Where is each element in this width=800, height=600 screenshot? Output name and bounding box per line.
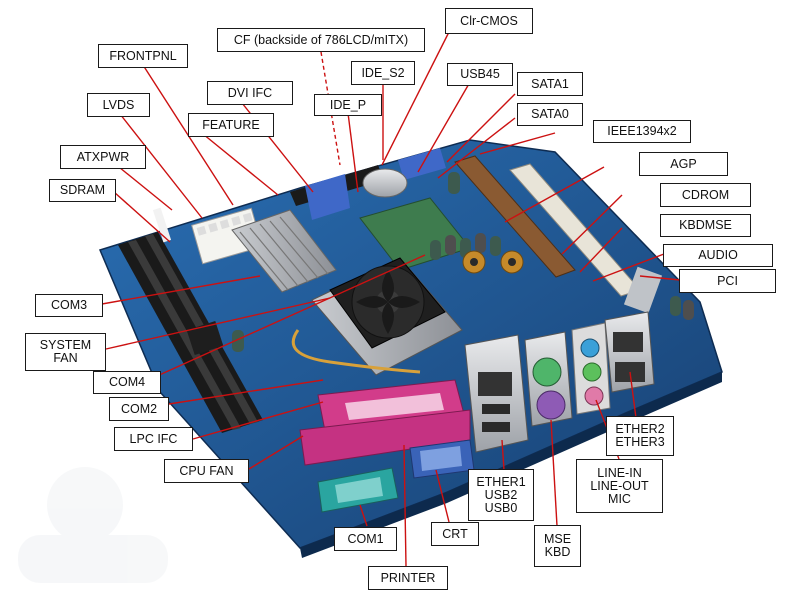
callout-com3: COM3 <box>35 294 103 317</box>
callout-cf: CF (backside of 786LCD/mITX) <box>217 28 425 52</box>
callout-label: CPU FAN <box>179 463 234 478</box>
cpu-fan <box>329 257 446 349</box>
callout-agp: AGP <box>639 152 728 176</box>
com1-face <box>335 477 383 503</box>
ide-connector-blue <box>305 174 350 220</box>
ether1-jack <box>478 372 512 396</box>
callout-sdram: SDRAM <box>49 179 116 202</box>
callout-label: ETHER3 <box>615 435 665 449</box>
callout-label: FEATURE <box>202 117 260 132</box>
callout-label: CF (backside of 786LCD/mITX) <box>233 32 409 47</box>
callout-label: ETHER1 <box>476 474 526 489</box>
callout-label: SATA1 <box>531 76 569 91</box>
callout-crt: CRT <box>431 522 479 546</box>
callout-frontpnl: FRONTPNL <box>98 44 188 68</box>
fan-wires <box>291 329 421 374</box>
parallel-port-face <box>345 393 444 420</box>
callout-label: PRINTER <box>380 570 436 585</box>
inductors <box>462 250 524 274</box>
callout-label: IDE_S2 <box>361 65 405 80</box>
callout-usb45: USB45 <box>447 63 513 86</box>
crt-face <box>420 446 462 471</box>
callout-cdrom: CDROM <box>660 183 751 207</box>
callout-label: SDRAM <box>59 183 106 197</box>
callout-pci: PCI <box>679 269 776 293</box>
callout-atxpwr: ATXPWR <box>60 145 146 169</box>
callout-label: AGP <box>670 156 697 171</box>
callout-label: MSE <box>543 532 572 546</box>
lpc-chip <box>186 321 224 355</box>
line-out-jack <box>582 362 602 382</box>
callout-sata1: SATA1 <box>517 72 583 96</box>
usb-port-bottom <box>482 422 510 432</box>
callout-ieee1394x2: IEEE1394x2 <box>593 120 691 143</box>
background-decoration <box>18 467 168 583</box>
callout-printer: PRINTER <box>368 566 448 590</box>
callout-lpc-ifc: LPC IFC <box>114 427 193 451</box>
mic-jack <box>584 386 604 406</box>
cmos-battery <box>362 168 408 198</box>
callout-label: USB0 <box>484 500 518 515</box>
callout-label: LVDS <box>102 97 135 112</box>
atx-pins <box>196 212 253 236</box>
callout-label: KBD <box>544 545 571 559</box>
ps2-mouse-port <box>532 357 562 387</box>
callout-label: CRT <box>442 526 468 541</box>
callout-kbdmse: KBDMSE <box>660 214 751 237</box>
callout-ide-s2: IDE_S2 <box>351 61 415 85</box>
callout-label: AUDIO <box>698 248 738 262</box>
leader-lines <box>101 29 681 567</box>
callout-label: FRONTPNL <box>109 48 177 63</box>
callout-label: USB45 <box>460 67 500 81</box>
northbridge-heatsink <box>231 209 337 293</box>
callout-label: Clr-CMOS <box>460 13 518 28</box>
callout-label: SATA0 <box>531 107 569 121</box>
callout-label: CDROM <box>681 187 730 202</box>
ps2-keyboard-port <box>536 390 566 420</box>
callout-lvds: LVDS <box>87 93 150 117</box>
callout-label: USB2 <box>484 487 518 502</box>
callout-label: MIC <box>608 491 631 506</box>
callout-label: FAN <box>53 351 78 365</box>
line-in-jack <box>580 338 600 358</box>
callout-label: COM1 <box>347 531 384 546</box>
callout-clr-cmos: Clr-CMOS <box>445 8 533 34</box>
callout-label: IEEE1394x2 <box>607 124 677 138</box>
callout-label: PCI <box>717 273 738 288</box>
callout-com2: COM2 <box>109 397 169 421</box>
callout-label: COM4 <box>108 375 146 389</box>
callout-com4: COM4 <box>93 371 161 394</box>
callout-dvi-ifc: DVI IFC <box>207 81 293 105</box>
callout-com1: COM1 <box>334 527 397 551</box>
callout-cpu-fan: CPU FAN <box>164 459 249 483</box>
callout-audio: AUDIO <box>663 244 773 267</box>
callout-label: COM2 <box>120 401 158 416</box>
callout-label: ATXPWR <box>76 149 130 164</box>
ether2-jack <box>613 332 643 352</box>
callout-label: LINE-IN <box>597 465 642 480</box>
callout-ide-p: IDE_P <box>314 94 382 116</box>
callout-label: LPC IFC <box>129 431 178 446</box>
callout-label: COM3 <box>50 298 88 312</box>
callout-label: IDE_P <box>329 97 367 112</box>
callout-label: KBDMSE <box>679 218 732 232</box>
callout-feature: FEATURE <box>188 113 274 137</box>
callout-sata0: SATA0 <box>517 103 583 126</box>
callout-label: SYSTEM <box>39 338 92 352</box>
heatsink-fins <box>239 216 329 291</box>
usb-port-top <box>482 404 510 414</box>
callout-label: DVI IFC <box>227 85 273 100</box>
callout-label: ETHER2 <box>615 422 665 436</box>
callout-label: LINE-OUT <box>590 478 649 493</box>
pci-bracket <box>623 266 663 314</box>
